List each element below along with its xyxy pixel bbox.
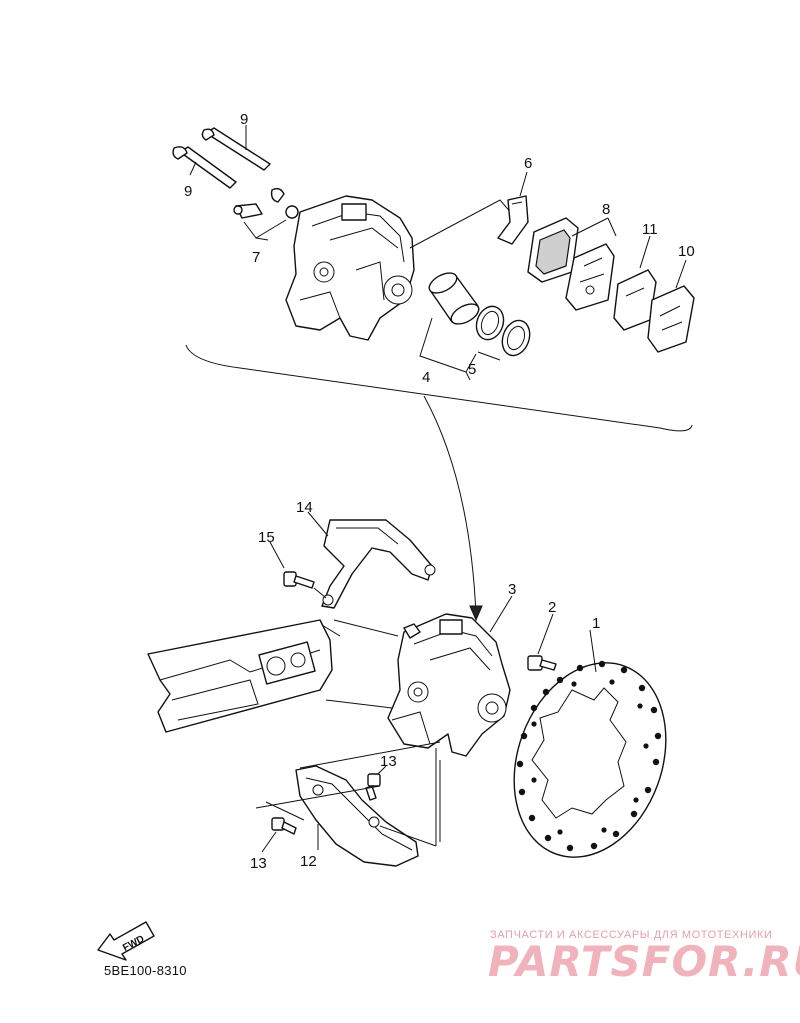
exploded-view-bracket	[185, 344, 693, 432]
alignment-lines	[255, 619, 441, 847]
pad-shim-10	[647, 285, 695, 353]
watermark-tagline: ЗАПЧАСТИ И АКСЕССУАРЫ ДЛЯ МОТОТЕХНИКИ	[490, 929, 773, 941]
assembly-arrow-head	[469, 605, 483, 622]
pad-spring-6	[497, 195, 529, 245]
label-part-3: 3	[508, 581, 516, 598]
brake-disc-1	[513, 660, 667, 858]
label-part-9-lower: 9	[184, 183, 192, 200]
pin-bolt-9-lower	[172, 146, 237, 189]
bolt-15	[283, 571, 315, 589]
label-part-10: 10	[678, 243, 695, 260]
bolt-2	[527, 655, 557, 671]
assembly-arrow-line	[423, 395, 477, 616]
label-part-11: 11	[642, 221, 658, 238]
label-part-5: 5	[468, 361, 476, 378]
label-part-1: 1	[592, 615, 600, 632]
label-part-7: 7	[252, 249, 260, 266]
label-part-2: 2	[548, 599, 556, 616]
brake-pad-8a	[527, 217, 579, 283]
label-part-8: 8	[602, 201, 610, 218]
disc-vent-holes	[516, 660, 662, 852]
caliper-assembly-3	[387, 613, 511, 757]
caliper-guard-12	[295, 765, 419, 867]
pin-bolt-9-upper	[201, 127, 271, 171]
diagram-code: 5BE100-8310	[104, 963, 187, 978]
label-part-12: 12	[300, 853, 317, 870]
label-part-13-lower: 13	[250, 855, 267, 872]
brake-pad-8b	[565, 243, 615, 311]
bolt-13-upper	[365, 773, 381, 801]
caliper-bracket-14	[321, 519, 436, 609]
watermark-logo: PARTSFOR.RU	[488, 937, 800, 986]
label-part-13-upper: 13	[380, 753, 397, 770]
label-part-14: 14	[296, 499, 313, 516]
label-part-4: 4	[422, 369, 430, 386]
bolt-13-lower	[271, 817, 297, 835]
caliper-body-exploded	[285, 195, 415, 341]
piston-seal-5b	[501, 319, 531, 357]
swingarm	[147, 619, 341, 733]
piston-seal-5a	[475, 305, 505, 341]
piston-4	[428, 272, 480, 325]
label-part-6: 6	[524, 155, 532, 172]
bleed-screw-7	[233, 187, 299, 219]
label-part-9-upper: 9	[240, 111, 248, 128]
fwd-arrow-icon: FWD	[97, 921, 155, 961]
label-part-15: 15	[258, 529, 275, 546]
